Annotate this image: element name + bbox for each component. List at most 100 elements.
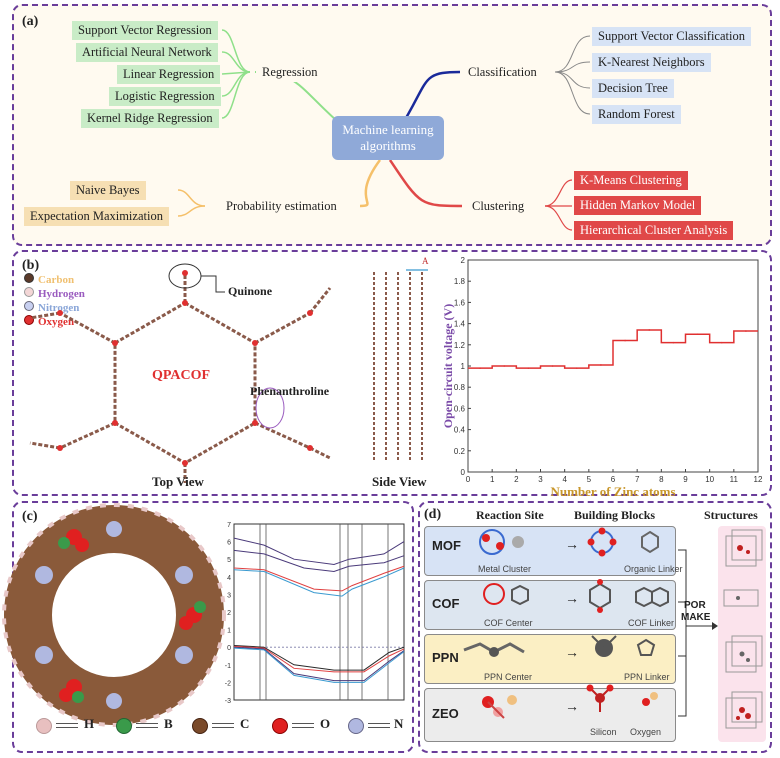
y-tick-label-3: 0.6 (454, 404, 466, 413)
quinone-label: Quinone (228, 284, 273, 298)
x-tick-label-1: 1 (490, 475, 495, 484)
legend-c-b-label: B (164, 716, 173, 731)
y-tick-label-8: 1.6 (454, 298, 466, 307)
legend-carbon: Carbon (24, 268, 85, 286)
side-view-label: Side View (372, 474, 427, 489)
band-line-4 (233, 644, 405, 671)
x-tick-label-8: 8 (659, 475, 664, 484)
x-tick-label-9: 9 (683, 475, 688, 484)
band-line-1 (233, 549, 405, 573)
atom-legend-b: Carbon Hydrogen Nitrogen Oxygen (24, 268, 85, 328)
cof-node-icon (589, 579, 611, 613)
linker-ppn: PPN Linker (624, 672, 670, 682)
y-tick-label-9: 1.8 (454, 277, 466, 286)
make-label: MAKE (681, 612, 711, 623)
silicon-icon (586, 684, 614, 712)
top-view-label: Top View (152, 474, 204, 489)
panel-b (12, 250, 772, 496)
cls-item-1: K-Nearest Neighbors (592, 53, 711, 72)
legend-c-b (116, 718, 132, 734)
legend-c-n (348, 718, 364, 734)
linker-cof: COF Linker (628, 618, 675, 628)
y-tick-label-0: 0 (461, 468, 466, 477)
ocv-step-4 (575, 367, 578, 369)
y-tick-label-1: 0.2 (454, 447, 466, 456)
legend-c-b-bar (136, 723, 158, 728)
row-ppn (424, 634, 676, 684)
site-cof: COF Center (484, 618, 533, 628)
row-cof (424, 580, 676, 630)
legend-c-h-bar (56, 723, 78, 728)
header-reaction-site: Reaction Site (476, 508, 544, 522)
band-y-tick-10: -3 (225, 698, 231, 705)
x-tick-label-0: 0 (466, 475, 471, 484)
legend-c-c (192, 718, 208, 734)
ocv-step-1 (503, 365, 506, 367)
row-zeo (424, 688, 676, 742)
x-axis-label: Number of Zinc atoms (550, 484, 675, 499)
prob-item-0: Naive Bayes (70, 181, 146, 200)
legend-c-o (272, 718, 288, 734)
header-building-blocks: Building Blocks (574, 508, 656, 522)
y-tick-label-6: 1.2 (454, 341, 466, 350)
panel-a-label: (a) (22, 14, 39, 29)
clu-item-0: K-Means Clustering (574, 171, 688, 190)
linker-mof: Organic Linker (624, 564, 683, 574)
ppn-linker-icon (636, 638, 656, 656)
side-view-columns (373, 269, 428, 462)
x-tick-label-7: 7 (635, 475, 640, 484)
organic-linker-icon (641, 530, 659, 554)
prob-item-1: Expectation Maximization (24, 207, 169, 226)
structure-cubes (723, 529, 763, 729)
branch-clustering: Clustering (466, 197, 531, 216)
row-zeo-label: ZEO (432, 706, 459, 721)
panel-b-label: (b) (22, 258, 40, 273)
cls-item-2: Decision Tree (592, 79, 674, 98)
band-y-tick-4: 3 (227, 592, 231, 599)
row-molecules (463, 527, 669, 719)
legend-c-n-label: N (394, 716, 404, 731)
y-axis-label: Open-circuit voltage (V) (441, 304, 455, 428)
band-y-tick-7: 0 (227, 645, 231, 652)
legend-c-o-bar (292, 723, 314, 728)
qpacof-top-view (29, 263, 332, 483)
ppn-node-icon (591, 635, 617, 657)
band-line-7 (233, 647, 405, 683)
por-make-bracket (678, 549, 718, 717)
band-y-tick-0: 7 (227, 522, 231, 529)
branch-regression: Regression (256, 63, 324, 82)
ocv-step-6 (624, 339, 626, 342)
header-structures: Structures (704, 508, 758, 522)
band-y-tick-2: 5 (227, 557, 231, 564)
band-y-tick-6: 1 (227, 628, 231, 635)
ocv-step-8 (672, 341, 675, 344)
cof-center-icon (483, 583, 529, 606)
band-line-2 (233, 565, 405, 592)
center-line-1: Machine learning (342, 122, 434, 137)
reg-item-0: Support Vector Regression (72, 21, 218, 40)
qpacof-label: QPACOF (152, 368, 211, 383)
site-silicon: Silicon (590, 727, 617, 737)
band-y-tick-1: 6 (227, 540, 231, 547)
cof-linker-icon-2 (651, 586, 669, 608)
y-tick-label-10: 2 (461, 256, 466, 265)
legend-c-o-label: O (320, 716, 331, 731)
mof-node-icon (587, 527, 617, 557)
band-y-tick-3: 4 (227, 575, 231, 582)
legend-c-n-bar (368, 723, 390, 728)
y-tick-label-5: 1 (461, 362, 466, 371)
phenanthroline-label: Phenanthroline (250, 384, 330, 398)
ocv-step-7 (648, 329, 651, 331)
row-ppn-label: PPN (432, 650, 459, 665)
cls-item-3: Random Forest (592, 105, 681, 124)
ocv-step-10 (720, 341, 723, 344)
x-tick-label-12: 12 (754, 475, 763, 484)
legend-c-c-label: C (240, 716, 250, 731)
oxygen-icon (642, 692, 658, 706)
linker-oxygen: Oxygen (630, 727, 662, 737)
x-tick-label-6: 6 (611, 475, 616, 484)
band-y-tick-5: 2 (227, 610, 231, 617)
atom-legend-c: H B C O N (36, 716, 408, 740)
band-line-3 (233, 567, 405, 597)
